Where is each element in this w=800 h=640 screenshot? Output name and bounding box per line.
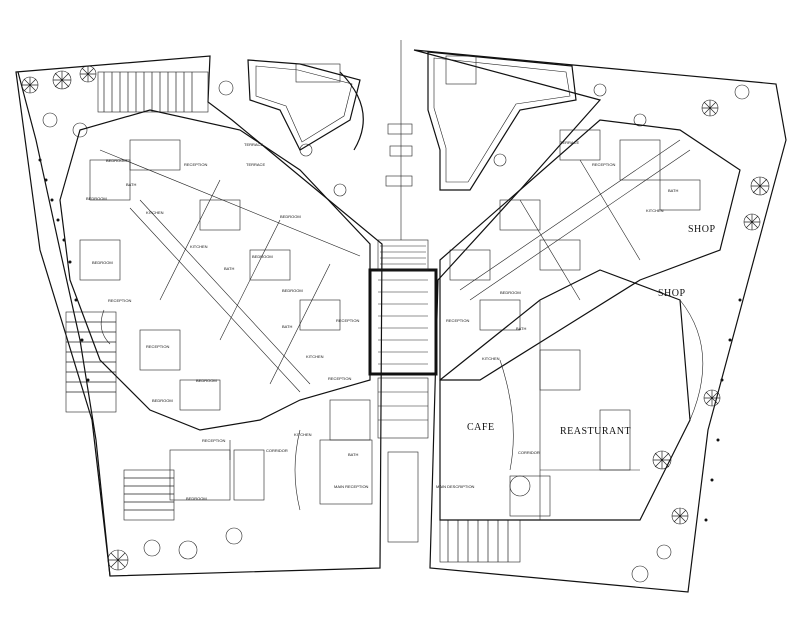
label-bedroom-8: BEDROOM <box>152 398 173 403</box>
label-kitchen-4: KITCHEN <box>294 432 312 437</box>
label-reception-4: RECEPTION <box>336 318 359 323</box>
label-reception-2: RECEPTION <box>108 298 131 303</box>
label-main-reception-left: MAIN RECEPTION <box>334 484 369 489</box>
label-reception-1: RECEPTION <box>184 162 207 167</box>
label-kitchen-3: KITCHEN <box>306 354 324 359</box>
label-shop-upper: SHOP <box>688 224 716 235</box>
right-wing <box>439 119 741 381</box>
label-terrace-3: TERRACE <box>560 140 579 145</box>
label-kitchen-1: KITCHEN <box>146 210 164 215</box>
label-bedroom-9: BEDROOM <box>186 496 207 501</box>
label-reception-5: RECEPTION <box>328 376 351 381</box>
label-reception-6: RECEPTION <box>202 438 225 443</box>
label-bath-6: BATH <box>668 188 678 193</box>
label-bath-5: BATH <box>516 326 526 331</box>
label-bath-2: BATH <box>224 266 234 271</box>
label-bedroom-5: BEDROOM <box>252 254 273 259</box>
label-kitchen-2: KITCHEN <box>190 244 208 249</box>
label-bedroom-1: BEDROOM <box>106 158 127 163</box>
pergola-areas <box>65 71 521 563</box>
label-bedroom-10: BEDROOM <box>500 290 521 295</box>
central-bridge <box>368 123 438 543</box>
label-restaurant: REASTURANT <box>560 426 631 437</box>
swimming-pools <box>247 51 577 191</box>
label-reception-8: RECEPTION <box>592 162 615 167</box>
label-shop-lower: SHOP <box>658 288 686 299</box>
restaurant-cafe-block <box>439 269 704 521</box>
label-bedroom-7: BEDROOM <box>196 378 217 383</box>
label-kitchen-5: KITCHEN <box>482 356 500 361</box>
label-bath-3: BATH <box>282 324 292 329</box>
label-bedroom-2: BEDROOM <box>86 196 107 201</box>
label-reception-3: RECEPTION <box>146 344 169 349</box>
label-bedroom-4: BEDROOM <box>280 214 301 219</box>
label-terrace-2: TERRACE <box>246 162 265 167</box>
label-kitchen-6: KITCHEN <box>646 208 664 213</box>
label-bedroom-6: BEDROOM <box>282 288 303 293</box>
label-main-reception-right: MAIN DESCRIPTION <box>436 484 475 489</box>
landscape-trees <box>21 65 770 583</box>
label-corridor-right: CORRIDOR <box>518 450 540 455</box>
label-corridor-left: CORRIDOR <box>266 448 288 453</box>
label-cafe: CAFE <box>467 422 495 433</box>
left-wing <box>59 109 373 511</box>
label-bath-4: BATH <box>348 452 358 457</box>
label-terrace-1: TERRACE <box>244 142 263 147</box>
room-labels: SHOP SHOP CAFE REASTURANT MAIN RECEPTION… <box>86 140 716 501</box>
label-bath-1: BATH <box>126 182 136 187</box>
label-reception-7: RECEPTION <box>446 318 469 323</box>
label-bedroom-3: BEDROOM <box>92 260 113 265</box>
